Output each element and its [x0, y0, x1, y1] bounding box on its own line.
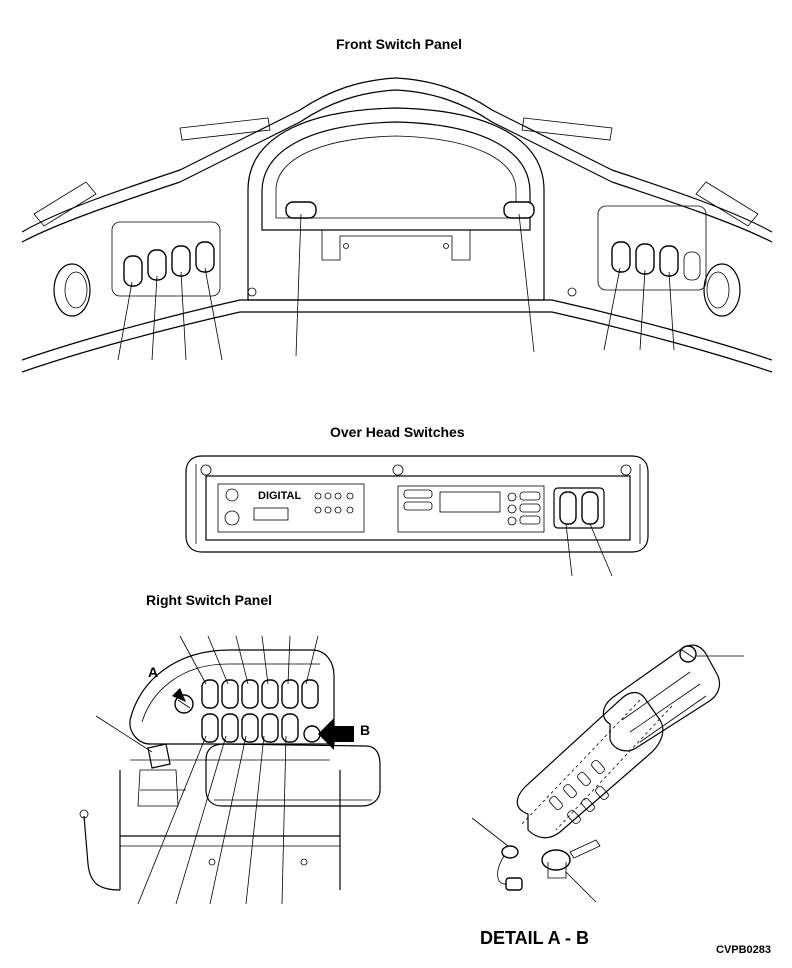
overhead-switch-2[interactable] — [581, 491, 599, 525]
radio-brand: DIGITAL — [258, 490, 301, 502]
right-switch-top-4[interactable] — [261, 679, 279, 709]
front-switch-4[interactable] — [195, 241, 215, 273]
right-vent-icon — [703, 263, 741, 317]
key-switch-b-icon[interactable] — [303, 725, 321, 743]
front-center-right-switch[interactable] — [503, 201, 535, 219]
right-switch-bottom-1[interactable] — [201, 713, 219, 743]
overhead-switch-pair[interactable] — [553, 487, 605, 529]
callout-b-label: B — [360, 722, 371, 738]
front-switch-3[interactable] — [171, 245, 191, 277]
over-head-switches-title: Over Head Switches — [330, 424, 465, 440]
detail-key-switch-icon — [541, 839, 601, 879]
right-switch-top-2[interactable] — [221, 679, 239, 709]
right-switch-top-1[interactable] — [201, 679, 219, 709]
right-switch-bottom-3[interactable] — [241, 713, 259, 743]
front-leader-lines — [117, 213, 675, 361]
front-switch-1[interactable] — [123, 255, 143, 287]
detail-ab-exploded — [471, 644, 744, 903]
right-switch-bottom-4[interactable] — [261, 713, 279, 743]
right-switch-top-6[interactable] — [301, 679, 319, 709]
arrow-b-icon — [318, 718, 354, 750]
front-switch-2[interactable] — [147, 249, 167, 281]
overhead-switch-1[interactable] — [559, 491, 577, 525]
left-vent-icon — [53, 263, 91, 317]
figure-code: CVPB0283 — [716, 944, 772, 956]
right-switch-top-5[interactable] — [281, 679, 299, 709]
front-switch-panel-title: Front Switch Panel — [336, 36, 463, 52]
callout-a-label: A — [148, 664, 159, 680]
front-switch-7[interactable] — [659, 245, 679, 277]
front-switch-5[interactable] — [611, 241, 631, 273]
right-switch-panel-title: Right Switch Panel — [146, 592, 273, 608]
right-switch-top-3[interactable] — [241, 679, 259, 709]
detail-ab-title: DETAIL A - B — [480, 928, 589, 948]
overhead-console: DIGITAL — [185, 455, 649, 553]
right-switch-rows[interactable] — [201, 679, 319, 743]
front-left-switches[interactable] — [123, 241, 215, 287]
front-switch-6[interactable] — [635, 243, 655, 275]
front-right-switches[interactable] — [611, 241, 701, 281]
right-switch-bottom-5[interactable] — [281, 713, 299, 743]
arrow-a-icon — [162, 678, 186, 702]
radio-unit — [217, 483, 365, 533]
right-console — [79, 649, 381, 891]
right-switch-bottom-2[interactable] — [221, 713, 239, 743]
right-leader-lines — [95, 635, 319, 905]
front-dash-panel — [21, 77, 773, 373]
detail-connector-icon — [497, 845, 523, 891]
